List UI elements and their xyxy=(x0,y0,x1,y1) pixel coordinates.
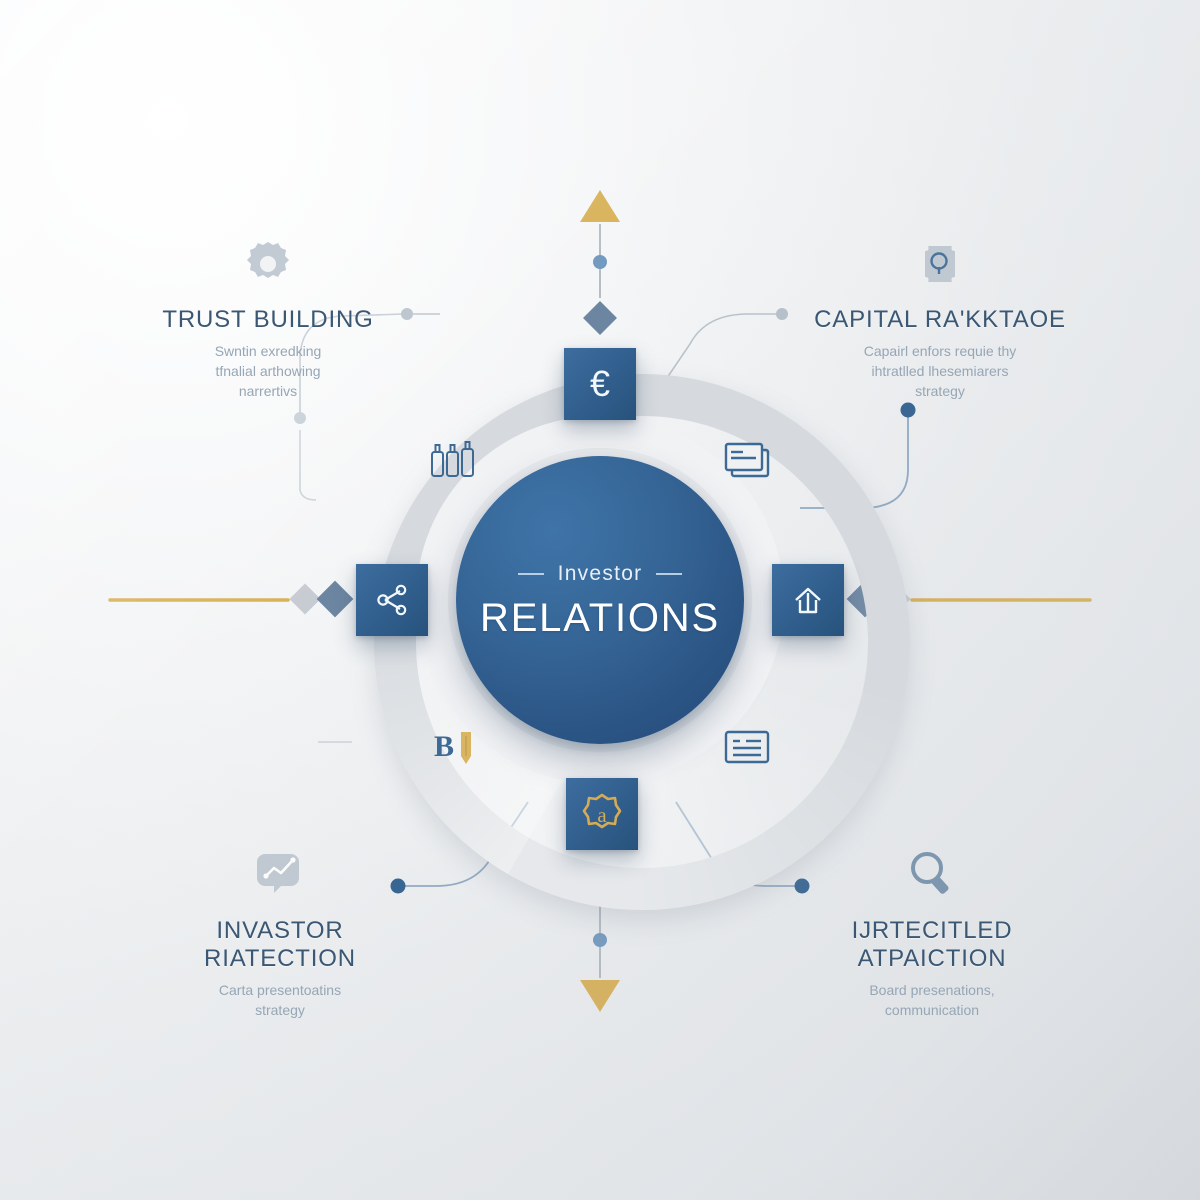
center-eyebrow: Investor xyxy=(517,562,683,586)
subtitle-line: Board presenations, xyxy=(869,981,995,998)
diamond-blue-left xyxy=(316,580,354,618)
subtitle-line: narrertivs xyxy=(238,383,298,400)
svg-text:a: a xyxy=(597,803,607,827)
euro-icon: € xyxy=(589,363,611,404)
eyebrow-rule-right xyxy=(656,573,683,575)
upload-icon xyxy=(795,587,821,614)
title-line: IJRTECITLED xyxy=(851,917,1013,944)
diamond-blue-top xyxy=(583,301,617,335)
chart-bubble-icon xyxy=(130,846,430,907)
quadrant-bottom-left[interactable]: INVASTOR RIATECTION Carta presentoatins … xyxy=(130,846,430,1020)
subtitle-line: strategy xyxy=(255,1001,305,1018)
satellite-share[interactable] xyxy=(356,564,428,636)
title-line: ATPAICTION xyxy=(857,944,1007,972)
quadrant-bottom-right[interactable]: IJRTECITLED ATPAICTION Board presenation… xyxy=(782,846,1082,1020)
subtitle-line: tfnalial arthowing xyxy=(215,363,321,380)
subtitle-line: strategy xyxy=(915,383,965,400)
center-hub: Investor RELATIONS xyxy=(456,456,744,744)
diamond-gray-left xyxy=(289,583,321,615)
center-eyebrow-text: Investor xyxy=(557,562,643,585)
badge-search-icon xyxy=(790,236,1090,297)
quadrant-subtitle: Board presenations, communication xyxy=(782,980,1082,1021)
subtitle-line: Carta presentoatins xyxy=(218,981,342,998)
triangle-down-icon xyxy=(580,980,620,1012)
subtitle-line: Capairl enfors requie thy xyxy=(863,342,1017,359)
quadrant-title: INVASTOR RIATECTION xyxy=(130,917,430,973)
svg-text:B: B xyxy=(434,730,454,763)
satellite-upload[interactable] xyxy=(772,564,844,636)
satellite-euro[interactable]: € xyxy=(564,348,636,420)
satellite-at-seal[interactable]: a xyxy=(566,778,638,850)
triangle-up-icon xyxy=(580,190,620,222)
b-pencil-icon: B xyxy=(432,726,480,773)
quadrant-top-right[interactable]: CAPITAL RA'KKTAOE Capairl enfors requie … xyxy=(790,236,1090,402)
quadrant-subtitle: Carta presentoatins strategy xyxy=(130,980,430,1021)
subtitle-line: Swntin exredking xyxy=(214,342,322,359)
at-seal-icon: a xyxy=(582,793,622,829)
quadrant-subtitle: Swntin exredking tfnalial arthowing narr… xyxy=(118,341,418,402)
document-lines-icon xyxy=(722,726,772,773)
share-nodes-icon xyxy=(377,584,407,616)
title-line: RIATECTION xyxy=(204,944,356,972)
subtitle-line: ihtratlled lhesemiarers xyxy=(871,363,1009,380)
gear-icon xyxy=(118,236,418,297)
center-title: RELATIONS xyxy=(480,596,720,640)
bottles-icon xyxy=(428,438,478,487)
magnifier-icon xyxy=(782,846,1082,907)
quadrant-title: TRUST BUILDING xyxy=(162,306,374,333)
quadrant-top-left[interactable]: TRUST BUILDING Swntin exredking tfnalial… xyxy=(118,236,418,402)
quadrant-title: CAPITAL RA'KKTAOE xyxy=(814,306,1066,333)
stacked-cards-icon xyxy=(722,440,774,487)
subtitle-line: communication xyxy=(884,1001,980,1018)
title-line: INVASTOR xyxy=(216,917,344,944)
quadrant-subtitle: Capairl enfors requie thy ihtratlled lhe… xyxy=(790,341,1090,402)
eyebrow-rule-left xyxy=(517,573,544,575)
quadrant-title: IJRTECITLED ATPAICTION xyxy=(782,917,1082,973)
